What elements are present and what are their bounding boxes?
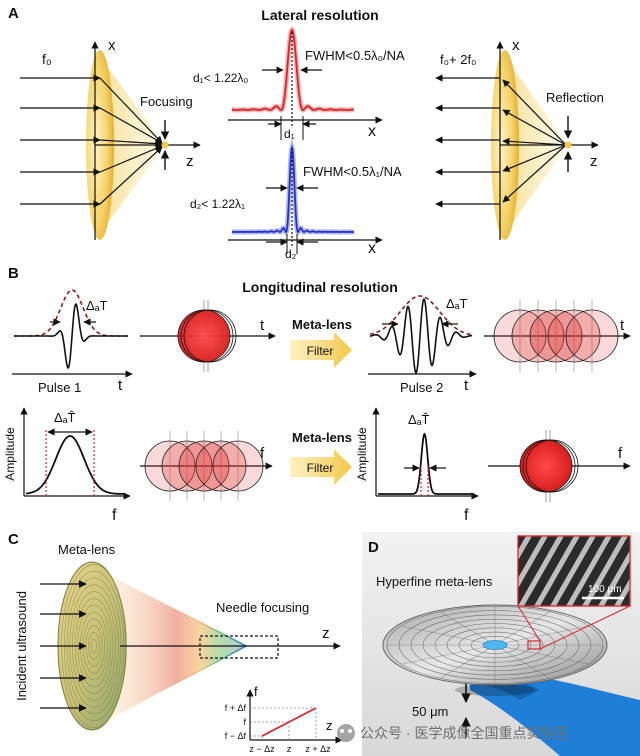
pulse-2-label: Pulse 2 [400, 380, 443, 395]
axis-x-top-label: x [368, 123, 376, 140]
inset-ytick-1: f [243, 717, 246, 727]
metalens-label-1: Meta-lens [292, 317, 352, 332]
inset-ytick-2: f − Δf [225, 731, 247, 741]
delta-t-1: ΔₐT [86, 298, 108, 313]
d2-label: d₂ [285, 247, 297, 261]
focusing-lens-diagram: x z f₀ Focusing [20, 37, 201, 240]
panel-a: A Lateral resolution x z f₀ [8, 5, 604, 261]
focusing-label: Focusing [140, 94, 193, 109]
d2-equation: d₂< 1.22λ₁ [190, 197, 245, 211]
delta-t-2: ΔₐT [446, 296, 468, 311]
f-label-2: f [260, 445, 265, 462]
circle-cluster-freq-1: f [140, 431, 273, 501]
inset-f-axis: f [254, 684, 258, 699]
inset-z-axis: z [326, 718, 333, 733]
f-label-4: f [618, 445, 623, 462]
inset-xtick-1: z [287, 744, 292, 754]
wechat-icon [337, 724, 355, 742]
metalens-disc [382, 604, 608, 696]
scale-main-label: 50 μm [412, 704, 448, 719]
incident-arrows-c [40, 580, 87, 712]
spectrum-2-plot: Amplitude f ΔₐT̂ [355, 407, 479, 524]
fwhm-top: FWHM<0.5λ₀/NA [305, 48, 405, 63]
watermark-text: 公众号 · 医学成像全国重点实验室 [360, 725, 568, 741]
watermark: 公众号 · 医学成像全国重点实验室 [337, 724, 568, 742]
axis-z-c-label: z [322, 625, 330, 642]
panel-b: B Longitudinal resolution t Pulse 1 ΔₐT … [3, 265, 631, 524]
needle-focusing-label: Needle focusing [216, 600, 309, 615]
f-label-1: f [112, 507, 117, 524]
reflection-label: Reflection [546, 90, 604, 105]
reflection-lens-diagram: x z f₀+ 2f₀ Reflection [435, 37, 604, 240]
filter-label-2: Filter [307, 461, 334, 475]
pulse-1-label: Pulse 1 [38, 380, 81, 395]
blue-profile: x d₂ FWHM<0.5λ₁/NA d₂< 1.22λ₁ [190, 138, 402, 261]
axis-x-label: x [108, 37, 116, 54]
delta-that-2: ΔₐT̂ [408, 412, 430, 427]
filter-arrow-2: Meta-lens Filter [290, 430, 352, 485]
panel-c-letter: C [8, 531, 19, 548]
fz-inset-plot: f z f + Δf f f − Δf z − Δz z z + Δz [225, 684, 343, 754]
delta-that-1: ΔₐT̂ [54, 410, 76, 425]
red-profile: x d₁ FWHM<0.5λ₀/NA d₁< 1.22λ₀ [193, 25, 405, 141]
panel-a-title: Lateral resolution [261, 7, 378, 23]
incident-arrows [20, 74, 163, 208]
panel-d-letter: D [368, 539, 379, 556]
freq-right-label: f₀+ 2f₀ [440, 52, 476, 67]
circle-cluster-time-1: t [140, 300, 276, 372]
f-label-3: f [464, 507, 469, 524]
d1-equation: d₁< 1.22λ₀ [193, 71, 248, 85]
axis-z-right-label: z [590, 153, 598, 170]
fwhm-bottom: FWHM<0.5λ₁/NA [303, 164, 402, 179]
freq-label: f₀ [42, 51, 52, 67]
d1-label: d₁ [284, 127, 295, 141]
panel-b-letter: B [8, 265, 19, 282]
scale-inset-label: 100 μm [588, 584, 622, 595]
filter-arrow-1: Meta-lens Filter [290, 317, 352, 368]
sem-inset: 100 μm [517, 535, 631, 607]
incident-ultrasound-label: Incident ultrasound [14, 591, 29, 701]
panel-a-letter: A [8, 5, 19, 22]
inset-ytick-0: f + Δf [225, 703, 247, 713]
pulse-2-plot: t Pulse 2 ΔₐT [368, 295, 477, 395]
t-label-1: t [118, 377, 123, 394]
reflected-arrows [435, 74, 567, 208]
t-label-2: t [260, 317, 265, 334]
metalens-c-label: Meta-lens [58, 542, 116, 557]
amplitude-label-1: Amplitude [3, 427, 17, 481]
t-label-4: t [620, 317, 625, 334]
spectrum-1-plot: Amplitude f ΔₐT̂ [3, 407, 131, 524]
circle-cluster-time-2: t [484, 300, 631, 372]
focal-spot [161, 141, 169, 149]
axis-x-right-label: x [512, 37, 520, 54]
metalens-label-2: Meta-lens [292, 430, 352, 445]
hyperfine-label: Hyperfine meta-lens [376, 574, 493, 589]
axis-z-label: z [186, 153, 194, 170]
inset-xtick-2: z + Δz [305, 744, 331, 754]
panel-c: C Meta-lens Incident ultrasound z Needle… [8, 531, 343, 754]
inset-xtick-0: z − Δz [249, 744, 275, 754]
filter-label-1: Filter [307, 344, 334, 358]
panel-b-title: Longitudinal resolution [242, 279, 398, 295]
t-label-3: t [464, 377, 469, 394]
amplitude-label-2: Amplitude [355, 427, 369, 481]
circle-cluster-freq-2: f [488, 430, 631, 502]
panel-d: D Hyperfine meta-lens 100 μm 50 μm [362, 532, 640, 756]
axis-x-bottom-label: x [368, 240, 376, 257]
zoom-region [527, 640, 541, 650]
pulse-1-plot: t Pulse 1 ΔₐT [12, 289, 133, 395]
